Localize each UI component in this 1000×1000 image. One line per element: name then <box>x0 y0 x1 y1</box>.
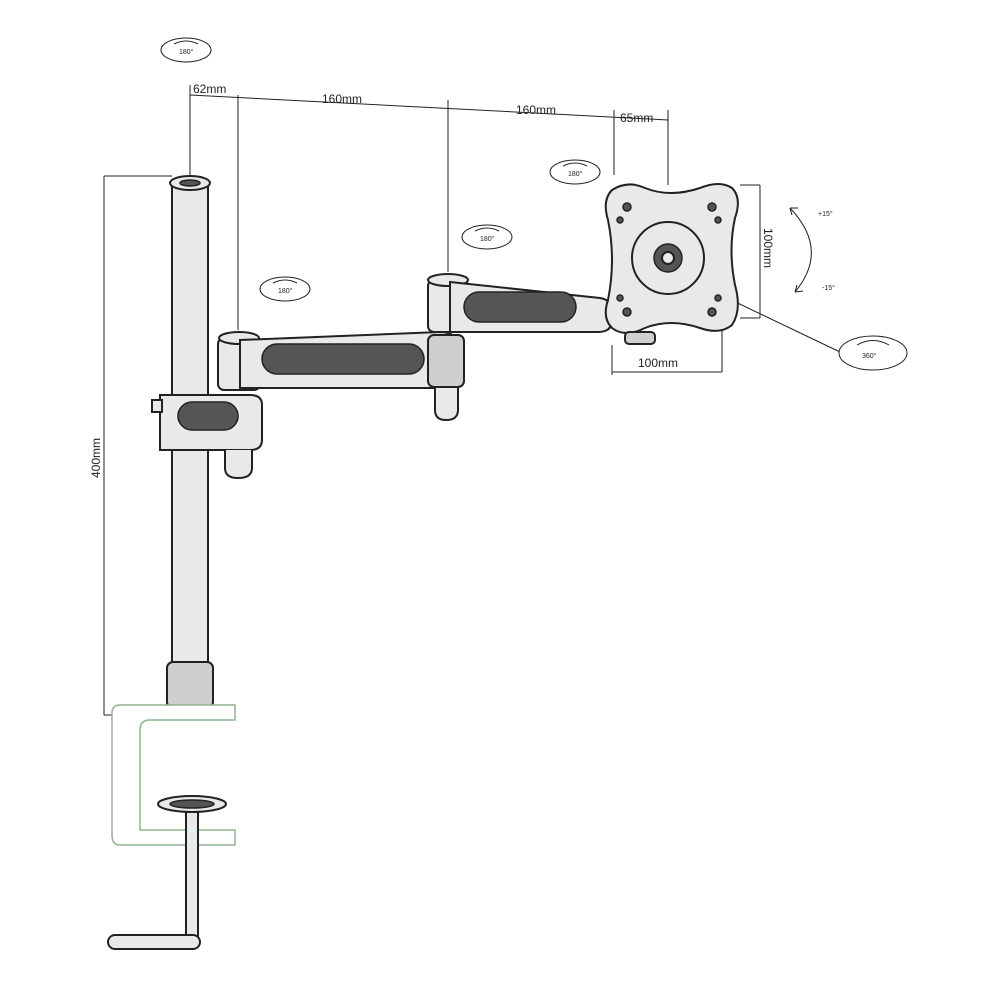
dim-vesa-height: 100mm <box>761 228 775 268</box>
vesa-hole-br <box>707 307 717 317</box>
dim-arm-1: 160mm <box>322 92 362 106</box>
rotation-head-swivel: 180° <box>549 159 601 185</box>
arm-segment-2 <box>427 273 613 422</box>
desk-clamp <box>107 704 236 950</box>
svg-text:180°: 180° <box>480 235 495 243</box>
rotation-arm-joint-2: 180° <box>461 224 513 250</box>
vesa-hole-bl <box>622 307 632 317</box>
svg-text:180°: 180° <box>278 287 293 295</box>
tilt-down-label: -15° <box>822 284 835 292</box>
dim-arm-2: 160mm <box>516 103 556 117</box>
svg-text:360°: 360° <box>862 352 877 360</box>
rotation-pole-top: 180° <box>160 37 212 63</box>
rotation-arm-joint-1: 180° <box>259 276 311 302</box>
arm-segment-1 <box>217 330 465 391</box>
vesa-hole-tl <box>622 202 632 212</box>
vesa-hole-tr <box>707 202 717 212</box>
vesa-plate <box>604 183 739 345</box>
dim-pole-height: 400mm <box>89 438 103 478</box>
pole-collar <box>151 394 263 480</box>
rotation-screen-360: 360° <box>838 335 908 371</box>
dim-vesa-width: 100mm <box>638 356 678 370</box>
svg-text:180°: 180° <box>568 170 583 178</box>
svg-text:180°: 180° <box>179 48 194 56</box>
tilt-indicator: +15° -15° <box>789 207 835 293</box>
tilt-up-label: +15° <box>818 210 833 218</box>
dimension-lines <box>103 85 841 716</box>
dim-head-offset: 65mm <box>620 111 653 125</box>
dim-pole-offset: 62mm <box>193 82 226 96</box>
